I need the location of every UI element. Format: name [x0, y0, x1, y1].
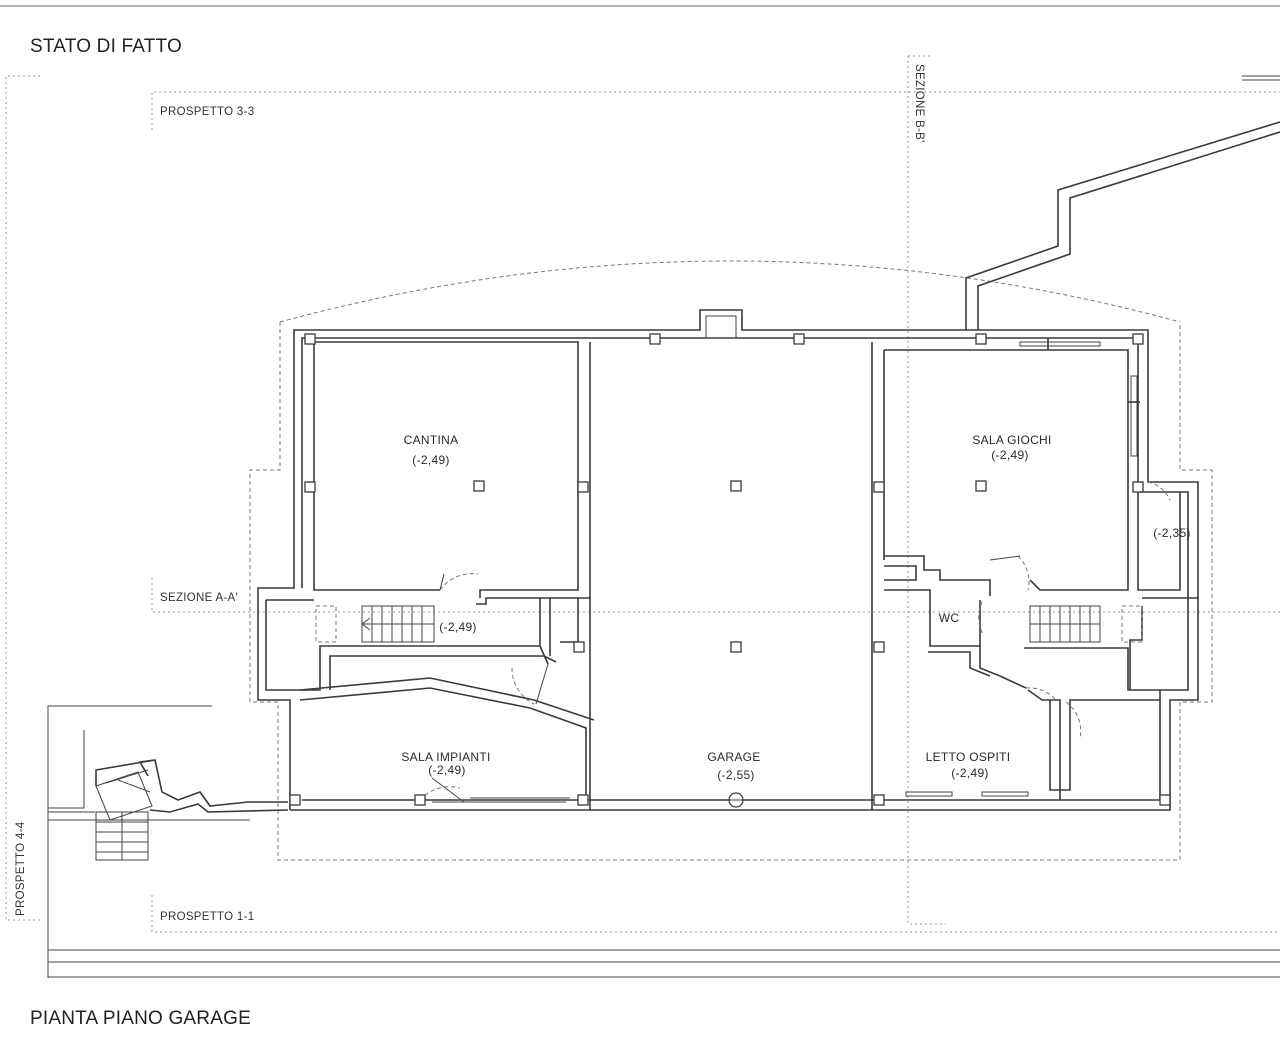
room-cantina-level: (-2,49) — [412, 453, 449, 467]
windows — [432, 338, 1140, 803]
section-guides — [5, 55, 1280, 933]
drawing-title: STATO DI FATTO — [30, 36, 182, 57]
plan-title: PIANTA PIANO GARAGE — [30, 1008, 251, 1029]
marker-prospetto-3-3: PROSPETTO 3-3 — [160, 106, 254, 118]
marker-sezione-b-b: SEZIONE B-B' — [913, 64, 925, 143]
marker-sezione-a-a: SEZIONE A-A' — [160, 592, 238, 604]
outer-dashed-outline — [249, 260, 1213, 861]
external-stair — [95, 759, 289, 861]
outer-walls — [257, 309, 1199, 811]
room-garage-level: (-2,55) — [717, 768, 754, 782]
room-letto-ospiti-level: (-2,49) — [951, 766, 988, 780]
stair-left-level: (-2,49) — [439, 620, 476, 634]
marker-prospetto-4-4: PROSPETTO 4-4 — [15, 821, 27, 916]
doors — [419, 481, 1171, 803]
room-sala-impianti-name: SALA IMPIANTI — [401, 750, 490, 764]
retaining-wall — [965, 121, 1280, 330]
interior-stairs — [315, 605, 1143, 643]
room-sala-giochi-name: SALA GIOCHI — [972, 433, 1051, 447]
drawing-labels: STATO DI FATTO PIANTA PIANO GARAGE PROSP… — [15, 36, 1190, 1029]
marker-prospetto-1-1: PROSPETTO 1-1 — [160, 911, 254, 923]
room-cantina-name: CANTINA — [404, 433, 459, 447]
room-letto-ospiti-name: LETTO OSPITI — [926, 750, 1011, 764]
ground-lines — [47, 705, 1280, 978]
room-wc-name: WC — [939, 611, 960, 625]
side-room-level: (-2,35) — [1153, 526, 1190, 540]
interior-walls — [265, 341, 1198, 810]
room-sala-impianti-level: (-2,49) — [428, 763, 465, 777]
room-garage-name: GARAGE — [707, 750, 760, 764]
columns — [289, 333, 1171, 808]
room-sala-giochi-level: (-2,49) — [991, 448, 1028, 462]
